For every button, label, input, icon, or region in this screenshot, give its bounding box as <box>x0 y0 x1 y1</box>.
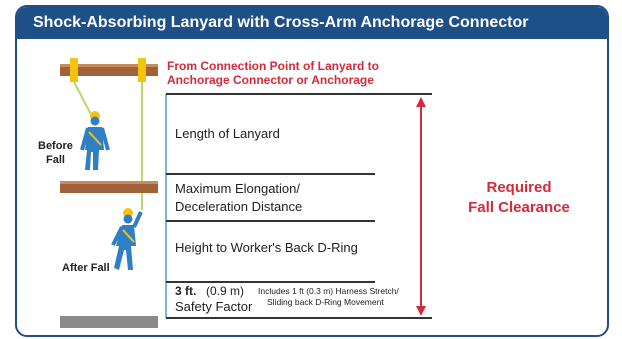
top-anchorage-beam <box>60 58 158 82</box>
clearance-label-line1: Required <box>486 179 551 196</box>
dring-height-label: Height to Worker's Back D-Ring <box>175 240 358 255</box>
connection-note-line2: Anchorage Connector or Anchorage <box>167 73 374 87</box>
clearance-label-line2: Fall Clearance <box>468 199 570 216</box>
floor-beam <box>60 181 158 193</box>
after-fall-label: After Fall <box>62 262 110 274</box>
safety-factor-metric: (0.9 m) <box>206 284 244 298</box>
elongation-label-line1: Maximum Elongation/ <box>175 181 300 196</box>
worker-after-fall-icon <box>111 208 143 270</box>
connection-note-line1: From Connection Point of Lanyard to <box>167 59 379 73</box>
harness-note-line2: Sliding back D-Ring Movement <box>267 297 384 307</box>
before-fall-label-line2: Fall <box>46 154 65 166</box>
safety-factor-label: Safety Factor <box>175 299 253 314</box>
header-bar: Shock-Absorbing Lanyard with Cross-Arm A… <box>17 7 607 39</box>
worker-before-fall-icon <box>80 111 110 170</box>
ground-slab <box>60 316 158 328</box>
before-fall-label-line1: Before <box>38 140 73 152</box>
harness-note-line1: Includes 1 ft (0.3 m) Harness Stretch/ <box>258 286 399 296</box>
lanyard-length-label: Length of Lanyard <box>175 126 280 141</box>
safety-factor-value: 3 ft. <box>175 284 196 298</box>
elongation-label-line2: Deceleration Distance <box>175 199 302 214</box>
diagram-title: Shock-Absorbing Lanyard with Cross-Arm A… <box>33 14 529 31</box>
